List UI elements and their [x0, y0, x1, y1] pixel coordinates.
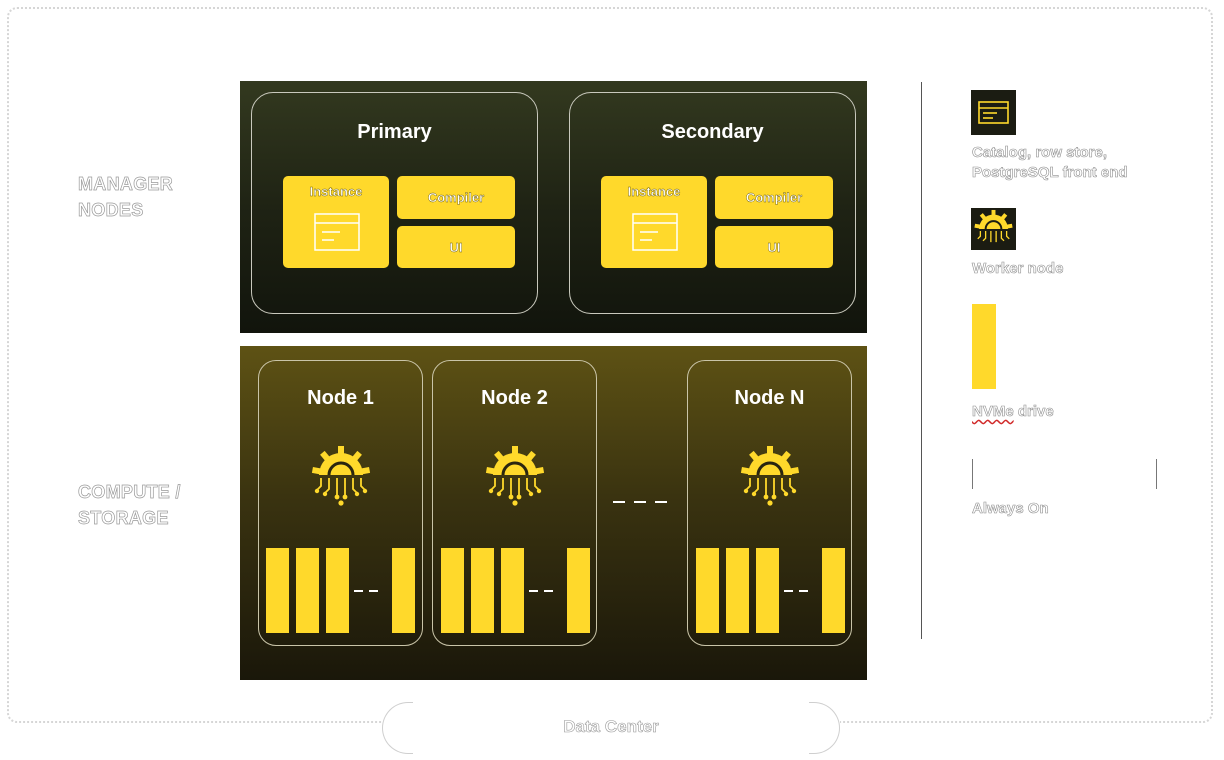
manager-label-line-2: NODES	[78, 200, 144, 221]
node-title: Node 2	[481, 387, 548, 409]
node-card-2: Node 2	[432, 360, 597, 646]
nvme-drive	[441, 548, 464, 633]
nvme-drive	[726, 548, 749, 633]
datacenter-title: Data Center	[563, 717, 659, 737]
legend-always-on-icon	[972, 459, 1157, 489]
ui-box: UI	[715, 226, 833, 268]
compute-label-line-2: STORAGE	[78, 508, 169, 529]
compiler-box: Compiler	[397, 176, 515, 219]
instance-box: Instance	[283, 176, 389, 268]
nvme-drive	[756, 548, 779, 633]
legend-divider	[921, 82, 922, 639]
compiler-label: Compiler	[745, 190, 803, 205]
ui-label: UI	[449, 239, 463, 255]
drive-ellipsis-dash	[369, 590, 378, 592]
instance-label: Instance	[627, 184, 681, 199]
nvme-drive	[326, 548, 349, 633]
node-ellipsis-dash	[655, 501, 667, 503]
node-card-1: Node 1	[258, 360, 423, 646]
manager-card-title: Secondary	[661, 121, 764, 143]
drive-ellipsis-dash	[354, 590, 363, 592]
legend-always-on-label: Always On	[972, 500, 1049, 518]
worker-gear-icon	[311, 446, 371, 506]
instance-table-icon	[314, 213, 360, 251]
legend-nvme-label: NVMe drive	[972, 402, 1054, 422]
legend-catalog-label: Catalog, row store, PostgreSQL front end	[972, 143, 1128, 183]
instance-box: Instance	[601, 176, 707, 268]
compiler-label: Compiler	[427, 190, 485, 205]
manager-nodes-panel: Primary Instance Compiler UI Secondary I…	[240, 81, 867, 333]
legend-worker-label: Worker node	[972, 260, 1064, 278]
manager-card-title: Primary	[357, 121, 432, 143]
worker-gear-icon	[974, 209, 1013, 243]
manager-card-primary: Primary Instance Compiler UI	[251, 92, 538, 314]
instance-table-icon	[632, 213, 678, 251]
drive-ellipsis-dash	[799, 590, 808, 592]
bracket-right	[809, 702, 840, 754]
node-ellipsis-dash	[613, 501, 625, 503]
legend-catalog-line-2: PostgreSQL front end	[972, 164, 1128, 182]
legend-nvme-icon	[972, 304, 996, 389]
worker-gear-icon	[485, 446, 545, 506]
legend-nvme-word: NVMe	[972, 403, 1014, 421]
manager-nodes-label: MANAGER NODES	[78, 171, 174, 223]
drive-ellipsis-dash	[529, 590, 538, 592]
manager-label-line-1: MANAGER	[78, 174, 174, 195]
compute-storage-panel: Node 1	[240, 346, 867, 680]
catalog-table-icon	[978, 101, 1009, 124]
nvme-drive	[696, 548, 719, 633]
node-title: Node 1	[307, 387, 374, 409]
compute-label-line-1: COMPUTE /	[78, 482, 181, 503]
datacenter-caption: Data Center	[382, 700, 840, 756]
legend-catalog-icon	[971, 90, 1016, 135]
nvme-drive	[296, 548, 319, 633]
nvme-drive	[392, 548, 415, 633]
compute-storage-label: COMPUTE / STORAGE	[78, 479, 181, 531]
manager-card-secondary: Secondary Instance Compiler UI	[569, 92, 856, 314]
node-title: Node N	[734, 387, 805, 409]
nvme-drive	[567, 548, 590, 633]
nvme-drive	[471, 548, 494, 633]
drive-ellipsis-dash	[544, 590, 553, 592]
nvme-drive	[501, 548, 524, 633]
compiler-box: Compiler	[715, 176, 833, 219]
node-card-n: Node N	[687, 360, 852, 646]
nvme-drive	[266, 548, 289, 633]
legend-nvme-rest: drive	[1013, 403, 1054, 421]
ui-box: UI	[397, 226, 515, 268]
nvme-drive	[822, 548, 845, 633]
instance-label: Instance	[309, 184, 363, 199]
ui-label: UI	[767, 239, 781, 255]
drive-ellipsis-dash	[784, 590, 793, 592]
node-ellipsis-dash	[634, 501, 646, 503]
legend-catalog-line-1: Catalog, row store,	[972, 144, 1108, 162]
worker-gear-icon	[740, 446, 800, 506]
legend-worker-icon	[971, 208, 1016, 250]
